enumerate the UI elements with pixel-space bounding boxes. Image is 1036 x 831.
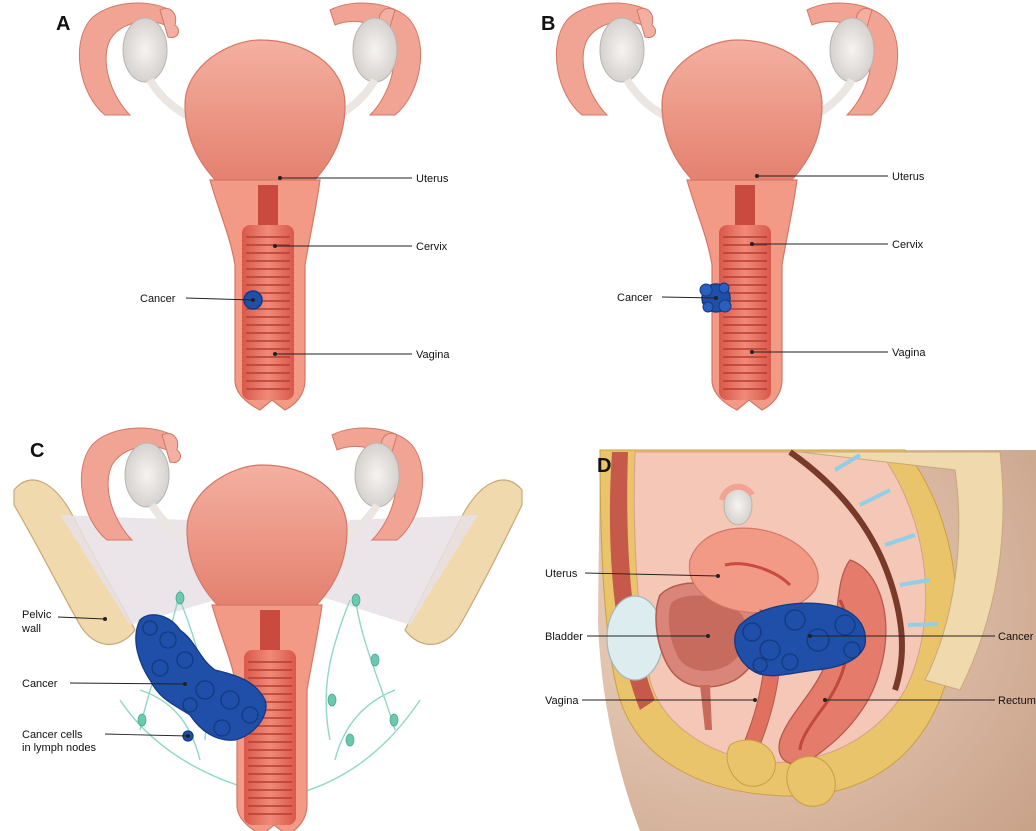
panel-c-pelvic-wall-label-line2: wall [21, 623, 41, 635]
panel-d-bladder-label: Bladder [545, 631, 583, 643]
panel-a-cancer-label: Cancer [140, 293, 176, 305]
panel-d-letter: D [597, 455, 611, 477]
panel-b-letter: B [541, 13, 555, 35]
panel-d-cancer-label: Cancer [998, 631, 1034, 643]
panel-d-rectum-label: Rectum [998, 695, 1036, 707]
panel-c-lymph-label-line1: Cancer cells [22, 729, 83, 741]
panel-a-letter: A [56, 13, 70, 35]
panel-c-pelvic-wall-label-line1: Pelvic [22, 609, 52, 621]
panel-b-uterus-label: Uterus [892, 171, 925, 183]
panel-b: B Uterus Cervix Cancer Vagina [541, 3, 926, 410]
panel-d: D Uterus Bladder Vagina Cancer Rectum [545, 450, 1036, 831]
panel-b-vagina-label: Vagina [892, 347, 926, 359]
panel-c: C Pelvic wall Cancer Cancer cells in lym… [14, 428, 522, 831]
panel-c-lymph-label-line2: in lymph nodes [22, 742, 96, 754]
panel-d-pubic-bone [607, 596, 663, 680]
panel-b-organ-illustration [556, 3, 897, 410]
panel-d-uterus-label: Uterus [545, 568, 578, 580]
panel-b-cervix-label: Cervix [892, 239, 924, 251]
panel-b-cancer-label: Cancer [617, 292, 653, 304]
panel-a-organ-illustration [79, 3, 420, 410]
panel-a-uterus-label: Uterus [416, 173, 449, 185]
panel-c-cancer-label: Cancer [22, 678, 58, 690]
panel-a-cervix-label: Cervix [416, 241, 448, 253]
panel-a-vagina-label: Vagina [416, 349, 450, 361]
panel-d-vagina-label: Vagina [545, 695, 579, 707]
panel-c-letter: C [30, 440, 44, 462]
panel-a: A Uterus Cervix Cancer Vagina [56, 3, 450, 410]
